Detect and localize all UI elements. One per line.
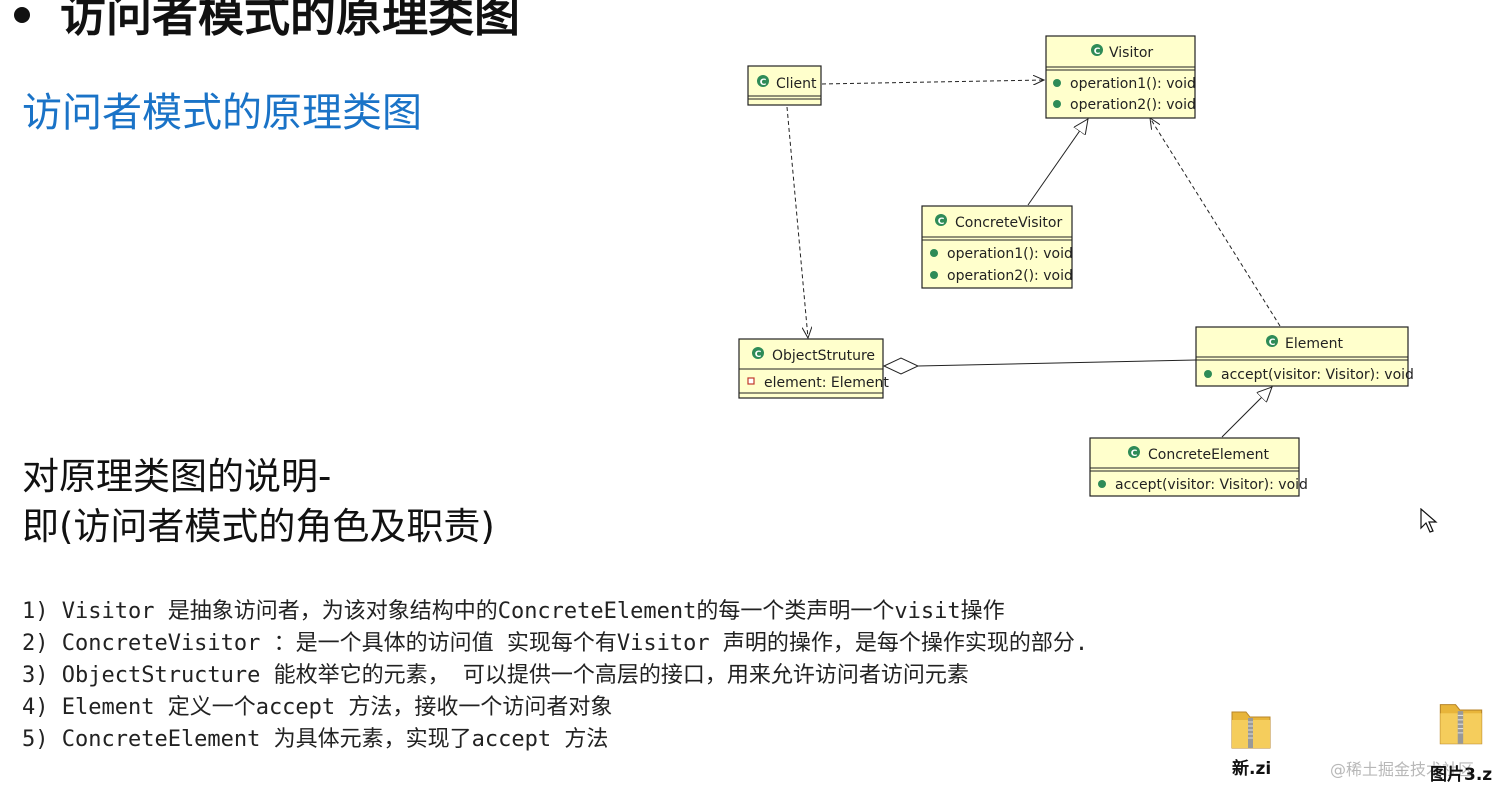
note-item: 3) ObjectStructure 能枚举它的元素， 可以提供一个高层的接口，… [22, 663, 969, 688]
client-to-visitor-dependency [821, 80, 1044, 84]
concreteelement-generalization [1221, 387, 1272, 438]
concretevisitor-generalization [1027, 119, 1088, 206]
svg-text:C: C [755, 350, 762, 360]
role-notes-list: 1) Visitor 是抽象访问者，为该对象结构中的ConcreteElemen… [22, 596, 1088, 756]
class-name: ConcreteVisitor [955, 215, 1062, 231]
explanation-title-line2: 即(访问者模式的角色及职责) [22, 505, 495, 548]
element-to-visitor-dependency [1150, 118, 1281, 327]
class-member: operation2(): void [947, 268, 1073, 284]
note-item: 1) Visitor 是抽象访问者，为该对象结构中的ConcreteElemen… [22, 599, 1005, 624]
method-icon [930, 271, 938, 279]
zip-folder-icon[interactable] [1436, 694, 1486, 750]
zip-folder-icon[interactable] [1228, 704, 1274, 752]
method-icon [1053, 79, 1061, 87]
svg-text:C: C [760, 78, 767, 88]
class-icon [752, 347, 764, 359]
svg-text:C: C [1094, 47, 1101, 57]
explanation-title-line1: 对原理类图的说明- [22, 455, 332, 498]
watermark: @稀土掘金技术社区 [1330, 760, 1475, 779]
class-name: Element [1285, 336, 1343, 352]
note-item: 4) Element 定义一个accept 方法，接收一个访问者对象 [22, 695, 613, 720]
class-member: element: Element [764, 375, 889, 391]
mouse-cursor-icon [1420, 508, 1438, 533]
class-icon [1128, 446, 1140, 458]
private-field-icon [747, 377, 755, 385]
class-name: ConcreteElement [1148, 447, 1270, 463]
note-item: 5) ConcreteElement 为具体元素，实现了accept 方法 [22, 727, 609, 752]
class-icon [757, 75, 769, 87]
svg-text:C: C [1131, 449, 1138, 459]
class-name: ObjectStruture [772, 348, 875, 364]
class-icon [1266, 335, 1278, 347]
svg-text:C: C [938, 217, 945, 227]
method-icon [1053, 100, 1061, 108]
relationship-lines [786, 80, 1281, 438]
class-concrete-element[interactable]: C ConcreteElement accept(visitor: Visito… [1089, 437, 1308, 497]
client-to-objectstructure-dependency [786, 106, 808, 338]
explanation-title: 对原理类图的说明- 即(访问者模式的角色及职责) [22, 452, 495, 552]
method-icon [1098, 480, 1106, 488]
class-member: operation1(): void [947, 246, 1073, 262]
class-concrete-visitor[interactable]: C ConcreteVisitor operation1(): void ope… [921, 205, 1073, 289]
method-icon [930, 249, 938, 257]
method-icon [1204, 370, 1212, 378]
class-member: operation2(): void [1070, 97, 1196, 113]
aggregation-diamond [882, 357, 920, 375]
zip-folder-label[interactable]: 图片3.z [1430, 765, 1493, 785]
zip-folder-label[interactable]: 新.zi [1232, 759, 1272, 779]
class-visitor[interactable]: C Visitor operation1(): void operation2(… [1045, 35, 1196, 119]
class-name: Client [776, 76, 817, 92]
class-client[interactable]: C Client [747, 65, 822, 106]
class-icon [1091, 44, 1103, 56]
class-element[interactable]: C Element accept(visitor: Visitor): void [1195, 326, 1414, 387]
class-member: accept(visitor: Visitor): void [1221, 367, 1414, 383]
class-member: accept(visitor: Visitor): void [1115, 477, 1308, 493]
page-heading: 访问者模式的原理类图 [14, 0, 520, 44]
diagram-subtitle: 访问者模式的原理类图 [22, 90, 422, 136]
class-member: operation1(): void [1070, 76, 1196, 92]
objectstructure-element-aggregation [917, 359, 1197, 367]
page-heading-text: 访问者模式的原理类图 [60, 0, 520, 42]
class-name: Visitor [1109, 45, 1153, 61]
class-icon [935, 214, 947, 226]
bullet-icon [14, 6, 30, 23]
class-object-structure[interactable]: C ObjectStruture element: Element [738, 338, 889, 399]
svg-text:C: C [1269, 338, 1276, 348]
note-item: 2) ConcreteVisitor ：是一个具体的访问值 实现每个有Visit… [22, 631, 1089, 656]
